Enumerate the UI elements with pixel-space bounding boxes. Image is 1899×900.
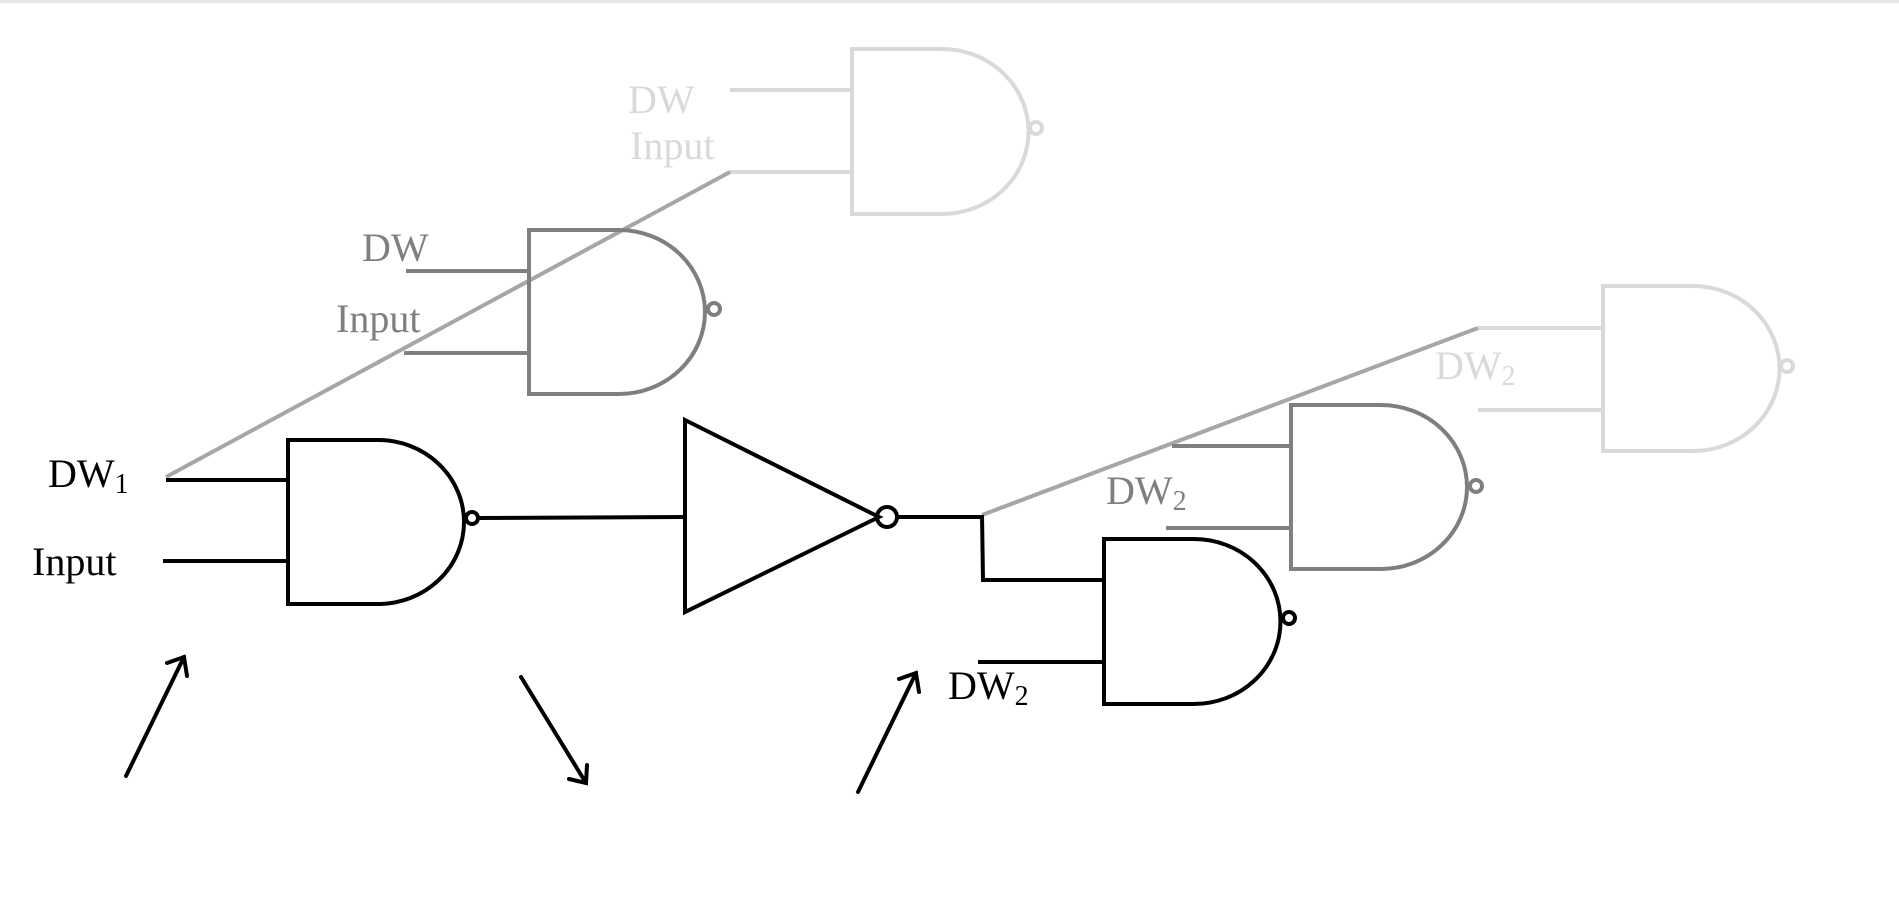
feed-line-lower (981, 326, 1479, 517)
arrow-icon (124, 654, 189, 778)
nand-gate-icon (527, 228, 707, 396)
label-dw2-mid-sub: 2 (1173, 486, 1187, 517)
label-dw2-mid-main: DW (1106, 468, 1173, 513)
nand-gate-icon (850, 47, 1031, 216)
label-dw-mid: DW (362, 225, 429, 270)
label-input-mid: Input (336, 296, 420, 341)
label-dw1: DW1 (48, 451, 129, 500)
label-dw-light: DW (628, 77, 695, 122)
nand-gate-dark-right (978, 537, 1297, 706)
not-gate (683, 416, 1104, 616)
label-input: Input (32, 539, 116, 584)
nand-gate-light-top (730, 47, 1044, 216)
feed-line-upper (165, 170, 731, 479)
label-dw1-sub: 1 (115, 469, 129, 500)
label-dw2-light-sub: 2 (1502, 361, 1516, 392)
inversion-bubble-icon (1779, 358, 1795, 374)
inversion-bubble-icon (706, 301, 722, 317)
label-input-light: Input (630, 123, 714, 168)
nand-gate-icon (1601, 284, 1782, 453)
label-dw2-light-main: DW (1435, 343, 1502, 388)
nand-gate-mid-top (404, 228, 722, 396)
arrow-icon (856, 670, 921, 794)
not-gate-icon (683, 416, 884, 616)
label-dw2-sub: 2 (1015, 681, 1029, 712)
nand-gate-mid-right (1166, 403, 1484, 571)
label-dw2-main: DW (948, 663, 1015, 708)
label-dw2-mid: DW2 (1106, 468, 1187, 517)
arrow-icon (519, 675, 589, 786)
inversion-bubble-icon (1468, 478, 1484, 494)
top-border (0, 0, 1899, 3)
nand-gate-icon (286, 438, 466, 606)
nand-gate-light-right (1478, 284, 1795, 453)
nand-gate-icon (1289, 403, 1469, 571)
wire-to-inverter (477, 515, 686, 520)
inversion-bubble-icon (464, 510, 480, 526)
inversion-bubble-icon (1028, 120, 1044, 136)
label-dw2-light: DW2 (1435, 343, 1516, 392)
nand-gate-dark-main (163, 438, 686, 606)
branch-wire (980, 514, 1104, 582)
label-dw2: DW2 (948, 663, 1029, 712)
nand-gate-icon (1102, 537, 1283, 706)
inversion-bubble-icon (1281, 610, 1297, 626)
label-dw1-main: DW (48, 451, 115, 496)
